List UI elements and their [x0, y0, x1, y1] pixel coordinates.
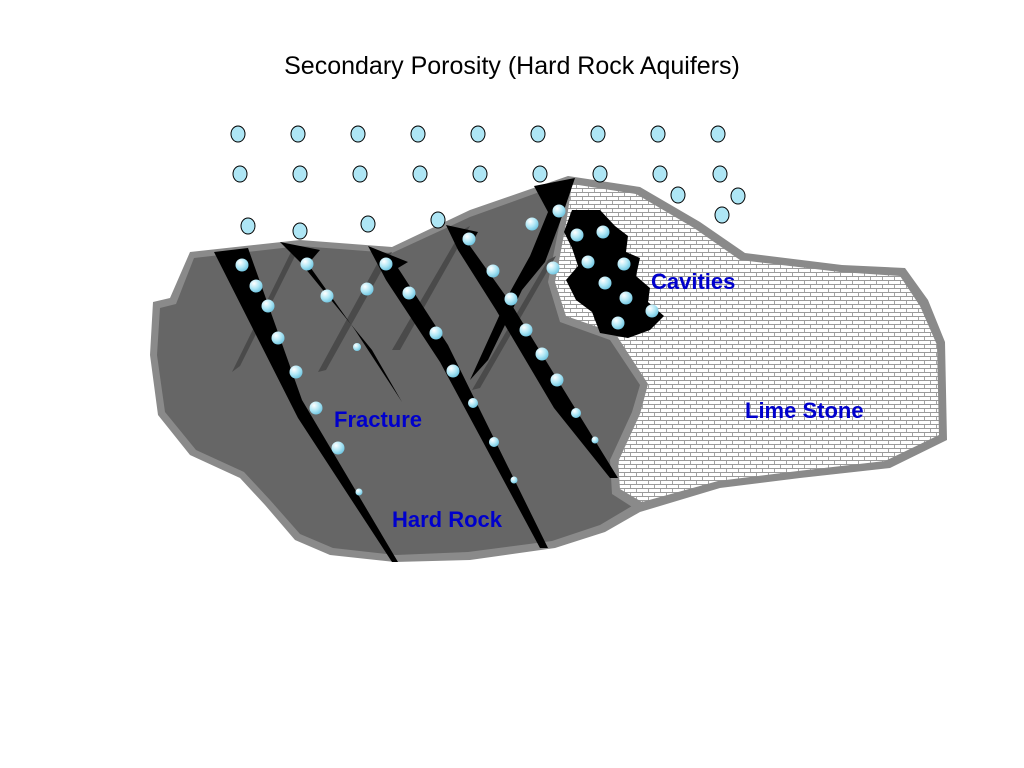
- cavities: [564, 210, 664, 338]
- water-drop: [611, 316, 625, 330]
- label-fracture: Fracture: [334, 407, 422, 432]
- label-hard-rock: Hard Rock: [392, 507, 503, 532]
- water-drop: [360, 282, 374, 296]
- fracture: [470, 178, 575, 380]
- water-drop: [470, 125, 486, 143]
- water-drop: [652, 165, 668, 183]
- water-drop: [619, 291, 633, 305]
- water-drop: [249, 279, 263, 293]
- label-limestone: Lime Stone: [745, 398, 864, 423]
- water-drops-subsurface: [235, 204, 659, 496]
- water-drop: [462, 232, 476, 246]
- limestone-body: [555, 184, 939, 502]
- water-drop: [240, 217, 256, 235]
- water-drop: [550, 373, 564, 387]
- water-drop: [331, 441, 345, 455]
- water-drop: [289, 365, 303, 379]
- water-drop: [353, 343, 361, 351]
- water-drop: [271, 331, 285, 345]
- water-drop: [292, 165, 308, 183]
- water-drop: [552, 204, 566, 218]
- fracture: [368, 246, 548, 548]
- water-drop: [230, 125, 246, 143]
- fracture-branch: [392, 226, 470, 350]
- water-drop: [712, 165, 728, 183]
- water-drop: [232, 165, 248, 183]
- water-drop: [235, 258, 249, 272]
- water-drop: [468, 398, 478, 408]
- water-drop: [446, 364, 460, 378]
- water-drop: [591, 436, 599, 444]
- water-drop: [710, 125, 726, 143]
- water-drop: [379, 257, 393, 271]
- water-drop: [320, 289, 334, 303]
- water-drop: [714, 206, 730, 224]
- water-drop: [355, 488, 363, 496]
- water-drop: [410, 125, 426, 143]
- water-drop: [489, 437, 499, 447]
- water-drop: [360, 215, 376, 233]
- water-drop: [598, 276, 612, 290]
- water-drop: [535, 347, 549, 361]
- fracture: [214, 248, 398, 562]
- water-drop: [590, 125, 606, 143]
- water-drop: [617, 257, 631, 271]
- water-drop: [532, 165, 548, 183]
- label-cavities: Cavities: [651, 269, 735, 294]
- water-drop: [670, 186, 686, 204]
- water-drop: [352, 165, 368, 183]
- water-drop: [650, 125, 666, 143]
- water-drop: [261, 299, 275, 313]
- water-drop: [581, 255, 595, 269]
- water-drop: [510, 476, 518, 484]
- water-drop: [402, 286, 416, 300]
- water-drop: [430, 211, 446, 229]
- water-drop: [571, 408, 581, 418]
- water-drop: [350, 125, 366, 143]
- water-drop: [592, 165, 608, 183]
- water-drop: [300, 257, 314, 271]
- water-drop: [570, 228, 584, 242]
- water-drop: [525, 217, 539, 231]
- water-drop: [504, 292, 518, 306]
- water-drop: [292, 222, 308, 240]
- water-drop: [645, 304, 659, 318]
- water-drop: [290, 125, 306, 143]
- water-drop: [730, 187, 746, 205]
- water-drop: [429, 326, 443, 340]
- diagram-title: Secondary Porosity (Hard Rock Aquifers): [284, 52, 740, 80]
- water-drop: [309, 401, 323, 415]
- water-drop: [519, 323, 533, 337]
- water-drop: [546, 261, 560, 275]
- water-drop: [596, 225, 610, 239]
- water-drop: [530, 125, 546, 143]
- fracture-branch: [318, 252, 392, 372]
- water-drops-surface: [230, 125, 746, 240]
- water-drop: [472, 165, 488, 183]
- water-drop: [486, 264, 500, 278]
- water-drop: [412, 165, 428, 183]
